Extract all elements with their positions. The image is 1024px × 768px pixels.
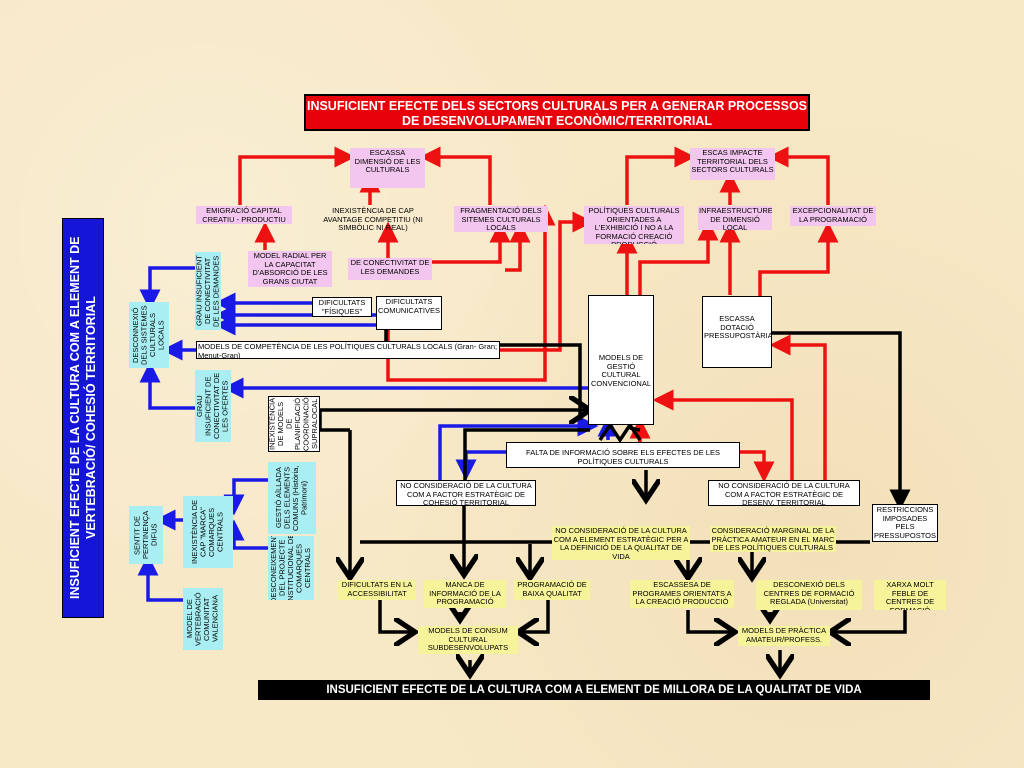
node-model-vertebracio: MODEL DE VERTEBRACIÓ COMUNITAT VALENCIAN… [183,588,223,650]
node-xarxa-feble: XARXA MOLT FEBLE DE CENTRES DE FORMACIÓ [874,580,946,610]
node-escassa-dimensio: ESCASSA DIMENSIÓ DE LES CULTURALS [350,148,425,188]
node-no-consideracio-desenv: NO CONSIDERACIÓ DE LA CULTURA COM A FACT… [708,480,860,506]
node-dificultats-comunicatives: DIFICULTATS COMUNICATIVES [376,296,442,330]
node-consideracio-marginal: CONSIDERACIÓ MARGINAL DE LA PRÀCTICA AMA… [710,526,836,552]
node-emigracio: EMIGRACIÓ CAPITAL CREATIU - PRODUCTIU [196,206,292,224]
node-falta-informacio: FALTA DE INFORMACIÓ SOBRE ELS EFECTES DE… [506,442,740,468]
node-gestio-aillada: GESTIÓ AÏLLADA DELS ELEMENTS COMUNS (His… [268,462,316,534]
node-excepcionalitat: EXCEPCIONALITAT DE LA PROGRAMACIÓ [790,206,876,226]
node-de-conectivitat: DE CONECTIVITAT DE LES DEMANDES [348,258,432,280]
node-inexistencia-marca: INEXISTÈNCIA DE CAP "MARCA" COMARQUES CE… [183,496,233,568]
node-grau-insuficient-ofertes: GRAU INSUFICIENT DE CONECTIVITAT DE LES … [195,370,231,442]
node-models-practica: MODELS DE PRÀCTICA AMATEUR/PROFESS. [738,626,830,646]
node-desconnexio-sistemes: DESCONNEXIÓ DELS SISTEMES CULTURALS LOCA… [129,302,169,368]
node-infraestructures: INFRAESTRUCTURES DE DIMENSIÓ LOCAL [698,206,772,230]
node-models-competencia: MODELS DE COMPETÈNCIA DE LES POLÍTIQUES … [196,341,500,359]
top-title: INSUFICIENT EFECTE DELS SECTORS CULTURAL… [304,94,810,131]
node-dificultats-fisiques: DIFICULTATS "FÍSIQUES" [312,297,372,317]
node-grau-insuficient-demandes: GRAU INSUFICIENT DE CONECTIVITAT DE LES … [195,252,221,330]
node-escassa-dotacio: ESCASSA DOTACIÓ PRESSUPOSTÀRIA [702,296,772,368]
node-inexistencia-models: INEXISTÈNCIA DE MODELS DE PLANIFICACIÓ C… [268,396,320,452]
node-desconexio-centres: DESCONEXIÓ DELS CENTRES DE FORMACIÓ REGL… [756,580,862,610]
node-politiques-culturals: POLÍTIQUES CULTURALS ORIENTADES A L'EXHI… [584,206,684,244]
node-manca-informacio: MANCA DE INFORMACIÓ DE LA PROGRAMACIÓ [424,580,506,608]
node-no-consideracio-qualitat: NO CONSIDERACIÓ DE LA CULTURA COM A ELEM… [552,526,690,560]
node-dificultats-accessibilitat: DIFICULTATS EN LA ACCESSIBILITAT [338,580,416,600]
node-models-consum: MODELS DE CONSUM CULTURAL SUBDESENVOLUPA… [418,626,518,654]
node-model-radial: MODEL RADIAL PER LA CAPACITAT D'ABSORCIÓ… [248,251,332,287]
node-desconeixement-projecte: DESCONEIXEMENT DEL PROJECTE INSTITUCIONA… [268,536,314,600]
node-sentit-pertinenca: SENTIT DE PERTINENÇA DIFUS [129,506,163,564]
node-inexistencia-cap: INEXISTÈNCIA DE CAP AVANTAGE COMPETITIU … [323,206,423,232]
node-fragmentacio: FRAGMENTACIÓ DELS SITEMES CULTURALS LOCA… [454,206,548,232]
node-escas-impacte: ESCAS IMPACTE TERRITORIAL DELS SECTORS C… [690,148,775,180]
bottom-title: INSUFICIENT EFECTE DE LA CULTURA COM A E… [258,680,930,700]
node-escassesa-programes: ESCASSESA DE PROGRAMES ORIENTATS A LA CR… [630,580,734,608]
left-title: INSUFICIENT EFECTE DE LA CULTURA COM A E… [62,218,104,618]
node-programacio-baixa: PROGRAMACIÓ DE BAIXA QUALITAT [514,580,590,600]
node-restriccions: RESTRICCIONS IMPOSADES PELS PRESSUPOSTOS [872,504,938,542]
node-models-gestio: MODELS DE GESTIÓ CULTURAL CONVENCIONAL [588,295,654,425]
node-no-consideracio-cohesio: NO CONSIDERACIÓ DE LA CULTURA COM A FACT… [396,480,536,506]
